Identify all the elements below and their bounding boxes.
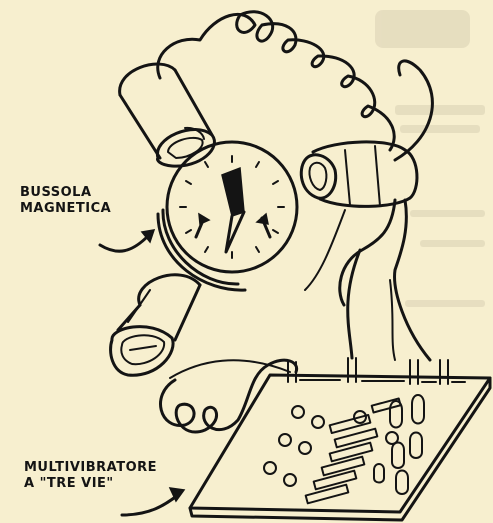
compass-label-line1: BUSSOLA [20,185,111,201]
magnetic-compass [158,142,297,290]
circuit-board [190,358,490,520]
wire-bottom-loops [161,360,297,432]
upper-right-coil [301,142,417,206]
lower-left-coil [111,275,200,375]
compass-pointer-arrow [100,230,154,251]
compass-label: BUSSOLA MAGNETICA [20,185,111,217]
multivibrator-label-line2: A "TRE VIE" [24,476,157,492]
compass-label-line2: MAGNETICA [20,201,111,217]
multivibrator-label: MULTIVIBRATORE A "TRE VIE" [24,460,157,492]
multivibrator-label-line1: MULTIVIBRATORE [24,460,157,476]
background-print [375,10,485,307]
multivibrator-pointer-arrow [122,488,184,515]
